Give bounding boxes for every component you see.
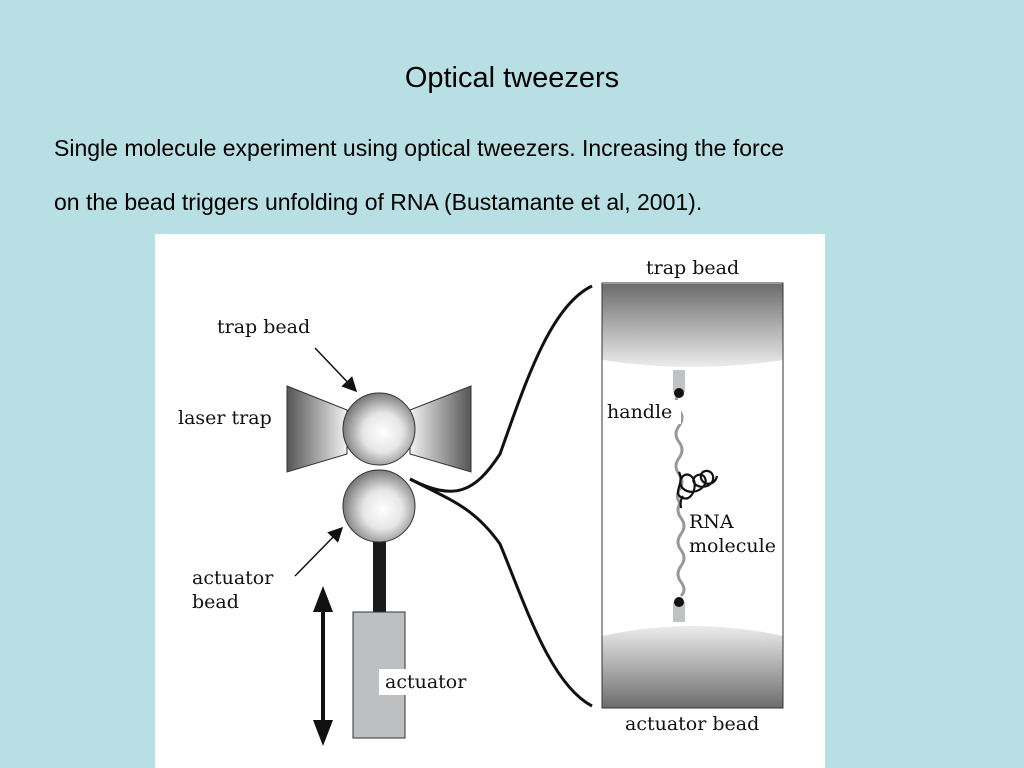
actuator-rod <box>373 539 386 614</box>
actuator-bead-left <box>342 469 416 543</box>
detail-actuator-bead <box>602 626 783 708</box>
handle-strand-lower <box>676 501 686 598</box>
actuator-bead-pointer <box>294 526 344 577</box>
label-trap-bead-right: trap bead <box>646 257 739 279</box>
slide-body-text: Single molecule experiment using optical… <box>54 121 994 229</box>
attachment-dot-top <box>674 388 684 398</box>
label-actuator-bead-right: actuator bead <box>625 713 759 735</box>
label-trap-bead-left: trap bead <box>217 316 310 338</box>
label-actuator-bead-line2: bead <box>192 591 239 613</box>
handle-label-bg <box>605 400 681 424</box>
zoom-curve-lower <box>409 477 593 708</box>
diagram-svg: trap bead laser trap actuator bead actua… <box>178 257 784 746</box>
handle-stub-top <box>673 370 685 392</box>
zoom-curve-upper <box>409 284 593 493</box>
movement-arrow-head-top <box>313 586 333 612</box>
rna-coil <box>676 469 719 509</box>
label-actuator-bead-line1: actuator <box>192 567 274 589</box>
body-line-1: Single molecule experiment using optical… <box>54 135 784 161</box>
body-line-2: on the bead triggers unfolding of RNA (B… <box>54 189 703 215</box>
detail-trap-bead <box>602 284 783 367</box>
slide-title: Optical tweezers <box>404 62 620 94</box>
optical-tweezers-figure: trap bead laser trap actuator bead actua… <box>155 234 825 768</box>
label-actuator: actuator <box>385 671 467 693</box>
laser-trap-left-cone <box>286 385 348 473</box>
laser-trap-right-cone <box>409 385 472 473</box>
movement-arrow-head-bottom <box>313 720 333 746</box>
attachment-dot-bottom <box>674 597 684 607</box>
handle-stub-bottom <box>673 602 685 622</box>
label-rna-line2: molecule <box>689 535 776 557</box>
label-laser-trap: laser trap <box>178 407 272 429</box>
detail-box-outline <box>601 282 784 709</box>
trap-bead-left <box>342 392 416 466</box>
label-handle: handle <box>607 401 672 423</box>
actuator-label-bg <box>379 669 481 695</box>
trap-bead-pointer <box>314 347 358 393</box>
label-rna-line1: RNA <box>689 511 734 533</box>
